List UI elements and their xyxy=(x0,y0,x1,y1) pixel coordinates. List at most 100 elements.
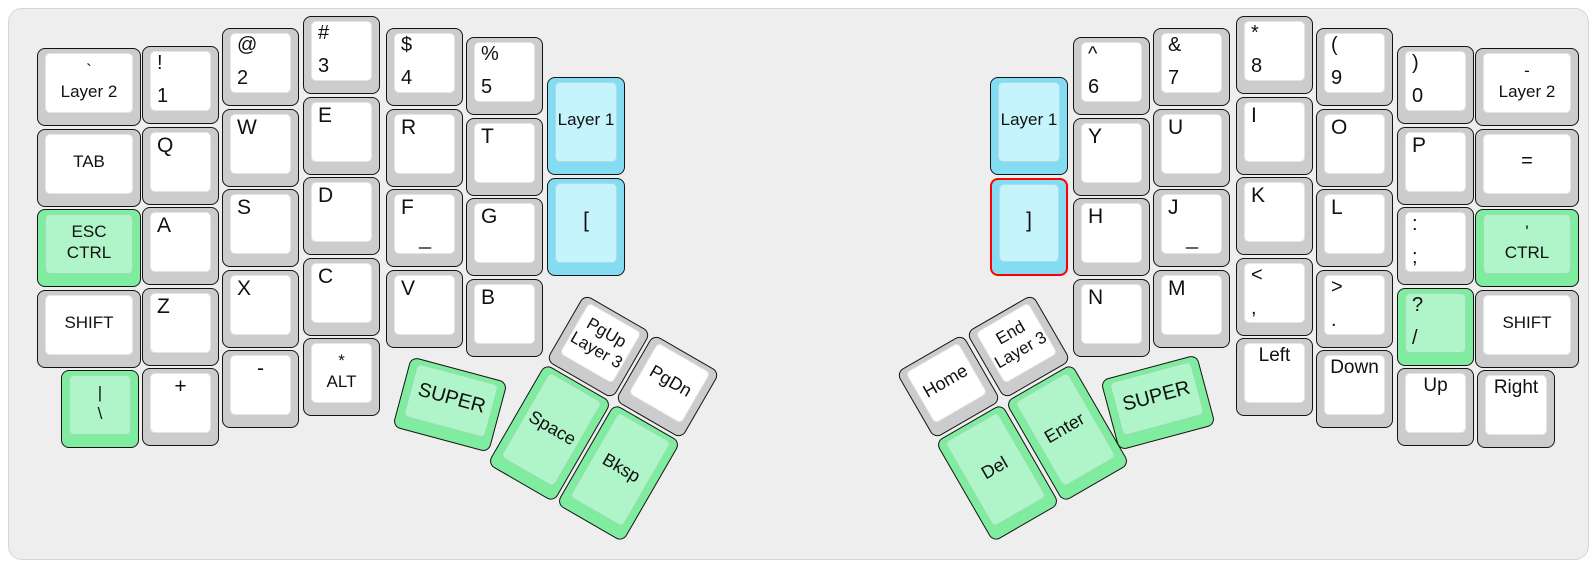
key-label: Layer 1 xyxy=(1000,110,1058,130)
key-label: SHIFT xyxy=(1502,312,1552,332)
keycap-surface: >. xyxy=(1324,274,1385,335)
keycap-surface: Left xyxy=(1244,343,1305,403)
key-lparen-9[interactable]: (9 xyxy=(1316,28,1393,106)
key-label: = xyxy=(1521,150,1533,173)
key-label: * xyxy=(338,351,345,371)
key-quote-ctrl[interactable]: 'CTRL xyxy=(1475,209,1579,287)
key-p[interactable]: P xyxy=(1397,126,1474,205)
key-label: > xyxy=(1331,275,1343,298)
key-percent-5[interactable]: %5 xyxy=(466,37,543,115)
key-backtick-layer2-left[interactable]: `Layer 2 xyxy=(37,48,141,126)
key-g[interactable]: G xyxy=(466,198,543,276)
key-t[interactable]: T xyxy=(466,117,543,196)
key-pipe-backslash[interactable]: |\ xyxy=(61,370,139,448)
keycap-surface: O xyxy=(1324,113,1385,174)
key-caret-6[interactable]: ^6 xyxy=(1073,37,1150,115)
key-star-alt[interactable]: *ALT xyxy=(303,338,380,416)
key-a[interactable]: A xyxy=(142,207,219,285)
key-lbracket[interactable]: [ xyxy=(547,177,625,276)
key-u[interactable]: U xyxy=(1153,108,1230,187)
key-x[interactable]: X xyxy=(222,269,299,348)
keycap-surface: L xyxy=(1324,194,1385,254)
key-arrow-left[interactable]: Left xyxy=(1236,338,1313,416)
keycap-surface: !1 xyxy=(150,51,211,111)
key-h[interactable]: H xyxy=(1073,198,1150,276)
key-rparen-0[interactable]: )0 xyxy=(1397,46,1474,124)
key-label: X xyxy=(237,276,252,300)
key-label: , xyxy=(1251,296,1257,319)
key-label: N xyxy=(1088,285,1104,309)
key-dash-layer2-right[interactable]: -Layer 2 xyxy=(1475,48,1579,126)
key-c[interactable]: C xyxy=(303,257,380,336)
key-tab[interactable]: TAB xyxy=(37,128,141,207)
key-at-2[interactable]: @2 xyxy=(222,28,299,106)
key-v[interactable]: V xyxy=(386,269,463,348)
key-arrow-up[interactable]: Up xyxy=(1397,368,1474,446)
key-o[interactable]: O xyxy=(1316,108,1393,187)
keycap-surface: Y xyxy=(1081,122,1142,183)
key-label: + xyxy=(174,375,187,398)
key-hash-3[interactable]: #3 xyxy=(303,16,380,94)
key-star-8[interactable]: *8 xyxy=(1236,16,1313,94)
key-label: SHIFT xyxy=(64,312,114,332)
key-k[interactable]: K xyxy=(1236,177,1313,255)
keycap-surface: C xyxy=(311,262,372,323)
key-arrow-right[interactable]: Right xyxy=(1477,370,1555,448)
key-dollar-4[interactable]: $4 xyxy=(386,28,463,106)
key-equals[interactable]: = xyxy=(1475,128,1579,207)
keycap-surface: <, xyxy=(1244,262,1305,323)
keycap-surface: (9 xyxy=(1324,33,1385,93)
key-layer1-left[interactable]: Layer 1 xyxy=(547,77,625,175)
key-label: E xyxy=(318,103,333,127)
key-plus[interactable]: + xyxy=(142,368,219,446)
keycap-surface: ?/ xyxy=(1405,292,1466,353)
key-minus[interactable]: - xyxy=(222,350,299,428)
key-j[interactable]: J xyxy=(1153,189,1230,267)
key-e[interactable]: E xyxy=(303,96,380,175)
key-l[interactable]: L xyxy=(1316,189,1393,267)
keycap-surface: E xyxy=(311,101,372,162)
key-label: Layer 2 xyxy=(1498,81,1556,101)
homing-bar xyxy=(418,247,431,249)
key-label: P xyxy=(1412,133,1427,157)
key-rbracket[interactable]: ] xyxy=(990,177,1068,276)
key-label: | xyxy=(97,383,103,403)
key-arrow-down[interactable]: Down xyxy=(1316,350,1393,428)
key-less-comma[interactable]: <, xyxy=(1236,257,1313,336)
key-shift-right[interactable]: SHIFT xyxy=(1475,289,1579,368)
key-b[interactable]: B xyxy=(466,278,543,357)
key-label: ) xyxy=(1412,52,1419,74)
key-colon-semicolon[interactable]: :; xyxy=(1397,207,1474,285)
key-label: ! xyxy=(157,52,163,74)
key-label: G xyxy=(481,205,498,228)
key-r[interactable]: R xyxy=(386,108,463,187)
keycap-surface: F xyxy=(394,194,455,254)
key-w[interactable]: W xyxy=(222,108,299,187)
key-question-slash[interactable]: ?/ xyxy=(1397,287,1474,366)
key-s[interactable]: S xyxy=(222,189,299,267)
key-label: 4 xyxy=(401,67,413,90)
key-q[interactable]: Q xyxy=(142,126,219,205)
homing-bar xyxy=(1185,247,1198,249)
key-y[interactable]: Y xyxy=(1073,117,1150,196)
key-n[interactable]: N xyxy=(1073,278,1150,357)
key-f[interactable]: F xyxy=(386,189,463,267)
keycap-surface: Z xyxy=(150,292,211,353)
key-label: SUPER xyxy=(1120,376,1193,416)
key-exclam-1[interactable]: !1 xyxy=(142,46,219,124)
key-label: M xyxy=(1168,276,1186,300)
key-z[interactable]: Z xyxy=(142,287,219,366)
key-greater-period[interactable]: >. xyxy=(1316,269,1393,348)
key-m[interactable]: M xyxy=(1153,269,1230,348)
key-label: 7 xyxy=(1168,67,1180,90)
key-shift-left[interactable]: SHIFT xyxy=(37,289,141,368)
key-amp-7[interactable]: &7 xyxy=(1153,28,1230,106)
keycap-surface: |\ xyxy=(69,375,131,435)
key-d[interactable]: D xyxy=(303,177,380,255)
key-layer1-right[interactable]: Layer 1 xyxy=(990,77,1068,175)
key-label: Up xyxy=(1423,375,1448,396)
keycap-surface: U xyxy=(1161,113,1222,174)
key-i[interactable]: I xyxy=(1236,96,1313,175)
keycap-surface: X xyxy=(230,274,291,335)
